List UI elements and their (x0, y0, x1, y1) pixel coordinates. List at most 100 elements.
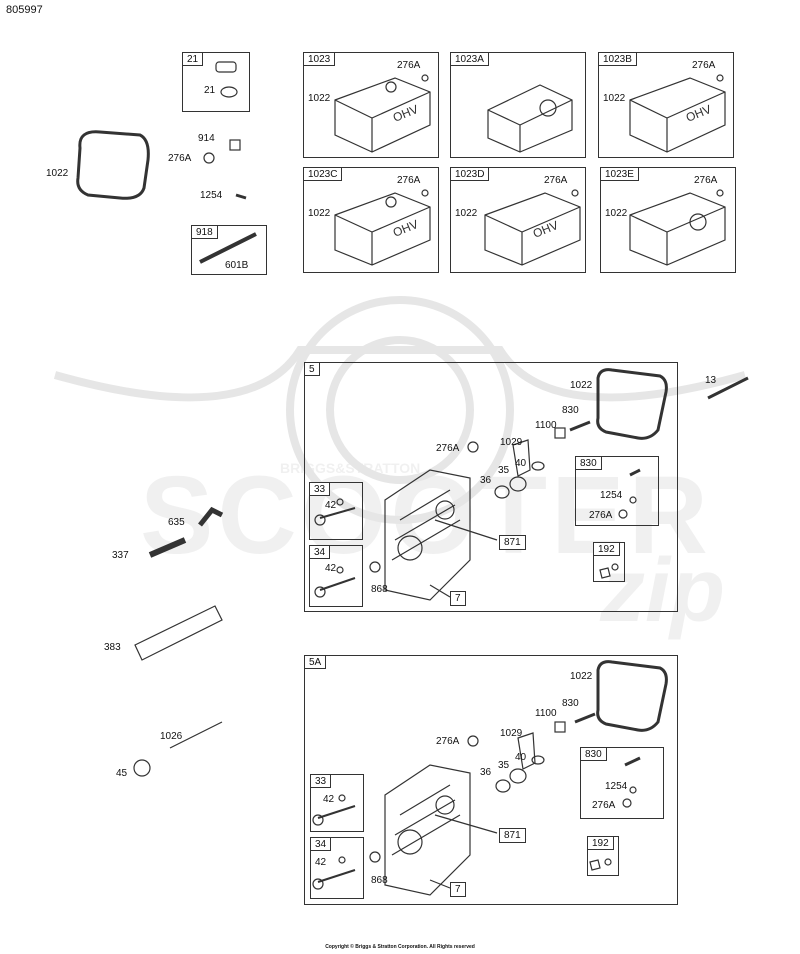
cover-1023e-label-1022: 1022 (605, 208, 628, 219)
cover-1023a-title: 1023A (450, 52, 489, 66)
head-assembly-5a-box: 5A (304, 655, 678, 905)
ha5a-sub-34: 34 42 (310, 837, 364, 899)
cover-1023d-title: 1023D (450, 167, 490, 181)
cover-1023c-title: 1023C (303, 167, 343, 181)
ha5-sub-34: 34 42 (309, 545, 363, 607)
diagram-part-number: 805997 (6, 4, 43, 16)
cover-1023c-label-276a: 276A (397, 175, 421, 186)
cover-1023b-label-276a: 276A (692, 60, 716, 71)
label-1254-left: 1254 (200, 190, 223, 201)
label-601b: 601B (225, 260, 249, 271)
ha5-callout-7: 7 (450, 591, 466, 606)
ha5-callout-871: 871 (499, 535, 526, 550)
ha5a-sub-33: 33 42 (310, 774, 364, 832)
head-assembly-5-title: 5 (304, 362, 320, 376)
cover-box-1023d: 1023D 276A 1022 (450, 167, 586, 273)
cover-box-1023a: 1023A (450, 52, 586, 158)
ha5-label-13: 13 (705, 375, 717, 386)
cover-1023a-drawing (487, 84, 573, 153)
ha5a-sub-34-label-42: 42 (315, 857, 327, 868)
label-1026: 1026 (160, 731, 183, 742)
label-914: 914 (198, 133, 215, 144)
ha5-sub-34-label-42: 42 (325, 563, 337, 574)
label-1022-left: 1022 (46, 168, 69, 179)
ha5-sub-33-title: 33 (309, 482, 331, 496)
label-21: 21 (204, 85, 216, 96)
ha5a-label-276a: 276A (436, 736, 460, 747)
label-383: 383 (104, 642, 121, 653)
ha5-label-830: 830 (562, 405, 579, 416)
cover-1023d-label-276a: 276A (544, 175, 568, 186)
ha5a-sub-34-title: 34 (310, 837, 332, 851)
ha5a-label-1029: 1029 (500, 728, 523, 739)
ha5a-sub-192-title: 192 (587, 836, 614, 850)
ha5a-label-40: 40 (515, 752, 527, 763)
ha5-label-1029: 1029 (500, 437, 523, 448)
ha5-sub-33-label-42: 42 (325, 500, 337, 511)
box-918: 918 (191, 225, 267, 275)
box-21: 21 (182, 52, 250, 112)
ha5a-sub-33-title: 33 (310, 774, 332, 788)
ha5a-sub-830: 830 1254 276A (580, 747, 664, 819)
ha5-sub-830: 830 1254 276A (575, 456, 659, 526)
dipstick-cap (215, 61, 237, 73)
box-21-title: 21 (182, 52, 204, 66)
ha5-sub-830-label-276a: 276A (589, 510, 613, 521)
label-337: 337 (112, 550, 129, 561)
plug-boot-635 (198, 506, 224, 527)
ha5-sub-830-title: 830 (575, 456, 602, 470)
ha5a-sub-192: 192 (587, 836, 619, 876)
cover-box-1023: 1023 276A 1022 (303, 52, 439, 158)
ha5-label-35: 35 (498, 465, 510, 476)
small-parts (76, 61, 257, 777)
label-635: 635 (168, 517, 185, 528)
cover-1023e-title: 1023E (600, 167, 639, 181)
cover-box-1023b: 1023B 276A 1022 (598, 52, 734, 158)
screw-914 (229, 139, 241, 151)
ha5a-label-830: 830 (562, 698, 579, 709)
cover-1023-title: 1023 (303, 52, 336, 66)
o-ring (220, 86, 238, 98)
cover-box-1023e: 1023E 276A 1022 (600, 167, 736, 273)
cover-1023d-label-1022: 1022 (455, 208, 478, 219)
cover-1023b-title: 1023B (598, 52, 637, 66)
ha5-sub-33: 33 42 (309, 482, 363, 540)
ha5-label-276a: 276A (436, 443, 460, 454)
ha5-label-36: 36 (480, 475, 492, 486)
ha5a-label-35: 35 (498, 760, 510, 771)
head-assembly-5-drawing (314, 368, 749, 601)
ha5-label-1100: 1100 (535, 420, 557, 431)
tube-918 (199, 232, 257, 264)
box-918-title: 918 (191, 225, 218, 239)
head-assembly-5a-drawing (312, 660, 668, 896)
ha5a-sub-830-label-1254: 1254 (605, 781, 628, 792)
washer-276a (203, 152, 215, 164)
ha5-label-1022: 1022 (570, 380, 593, 391)
head-assembly-5-box: 5 (304, 362, 678, 612)
copyright-notice: Copyright © Briggs & Stratton Corporatio… (325, 944, 475, 950)
cover-box-1023c: 1023C 276A 1022 (303, 167, 439, 273)
cover-1023-label-1022: 1022 (308, 93, 331, 104)
ha5-sub-34-title: 34 (309, 545, 331, 559)
label-45: 45 (116, 768, 128, 779)
screw-1254 (235, 193, 247, 200)
head-assembly-5a-title: 5A (304, 655, 327, 669)
ha5-sub-192-title: 192 (593, 542, 620, 556)
ha5a-label-1100: 1100 (535, 708, 557, 719)
knob-45 (133, 759, 151, 777)
gasket-1022-left (76, 130, 150, 200)
spark-plug-337 (148, 537, 187, 558)
ha5-label-40: 40 (515, 458, 527, 469)
watermark-tagline: BRIGGS&STRATTON (280, 460, 421, 476)
ha5a-sub-830-title: 830 (580, 747, 607, 761)
ha5a-sub-33-label-42: 42 (323, 794, 335, 805)
cover-1023b-label-1022: 1022 (603, 93, 626, 104)
ha5a-callout-871: 871 (499, 828, 526, 843)
cover-1023e-label-276a: 276A (694, 175, 718, 186)
ha5-sub-830-label-1254: 1254 (600, 490, 623, 501)
cover-1023-label-276a: 276A (397, 60, 421, 71)
ha5a-callout-7: 7 (450, 882, 466, 897)
ha5-sub-192: 192 (593, 542, 625, 582)
